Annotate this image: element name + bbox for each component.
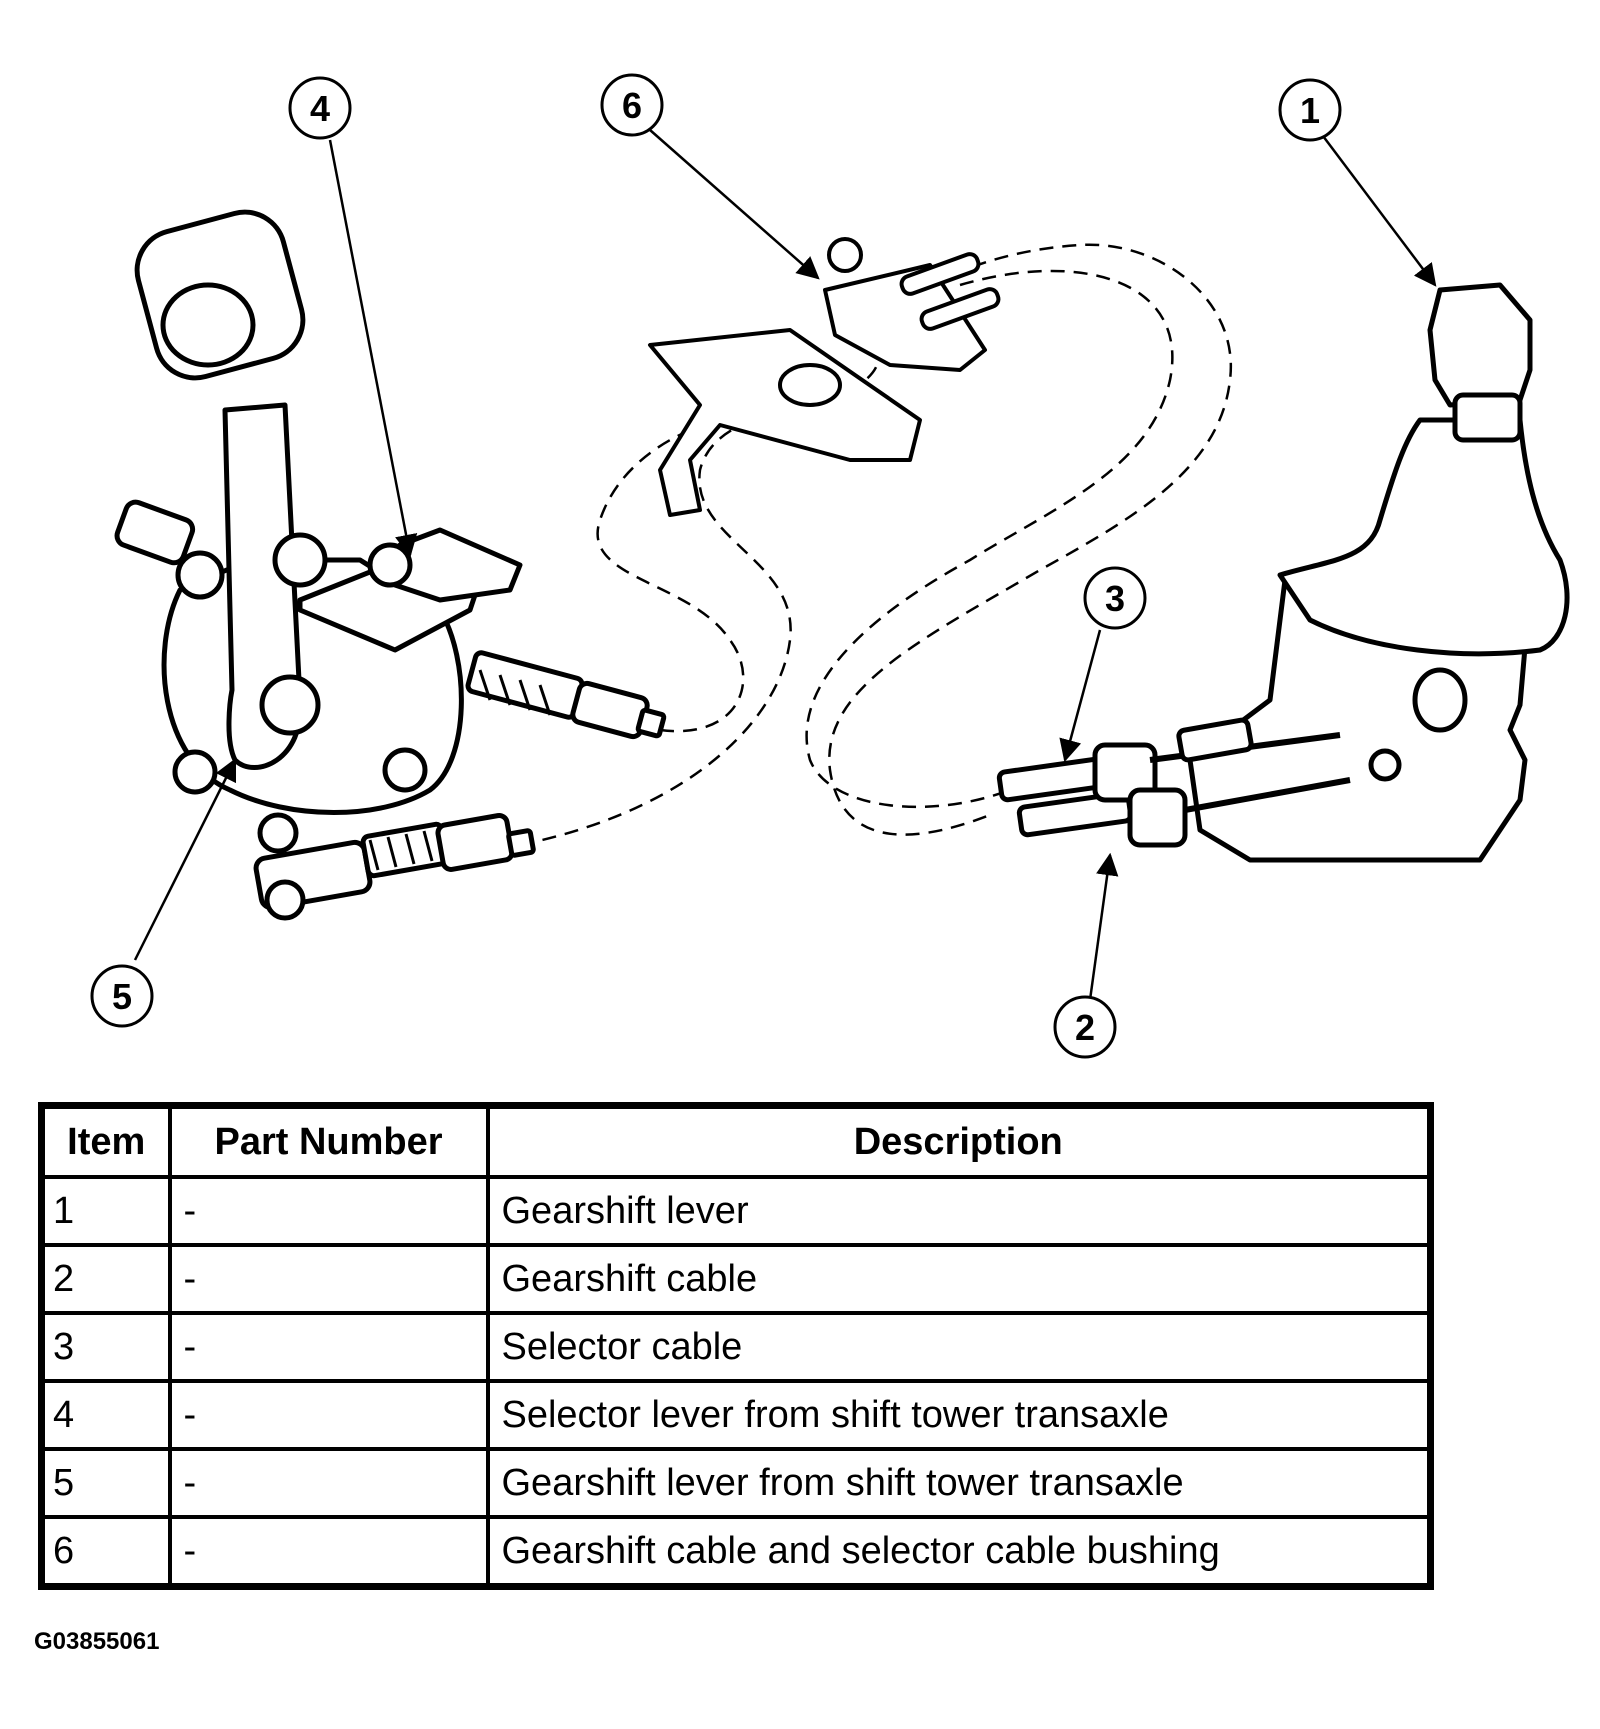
cable-bushing [648,237,1001,517]
cell-part-number: - [167,1311,490,1383]
callout-2: 2 [1053,995,1117,1059]
cell-item: 6 [39,1515,172,1589]
callout-label: 2 [1075,1007,1095,1048]
cell-item: 5 [39,1447,172,1519]
cell-part-number: - [167,1515,490,1589]
cell-description: Gearshift lever [485,1175,1433,1247]
cell-item: 2 [39,1243,172,1315]
route-gearshift-cable [519,243,1233,847]
cell-item: 3 [39,1311,172,1383]
leader-4 [328,139,418,558]
header-part-number: Part Number [167,1103,490,1179]
shift-boot [1277,417,1570,657]
callout-1: 1 [1278,78,1342,142]
cell-item: 1 [39,1175,172,1247]
cell-description: Selector lever from shift tower transaxl… [485,1379,1433,1451]
cable-routes [519,243,1233,847]
table-row: 5 - Gearshift lever from shift tower tra… [39,1447,1433,1519]
callout-label: 1 [1300,90,1320,131]
route-selector-cable [596,269,1174,809]
cell-part-number: - [167,1175,490,1247]
callout-label: 4 [310,88,330,129]
callout-label: 3 [1105,578,1125,619]
leader-1 [1319,131,1437,287]
callout-6: 6 [600,73,664,137]
shifter-assembly [996,282,1570,863]
leader-5 [133,757,237,961]
cell-part-number: - [167,1243,490,1315]
leader-2 [1088,852,1119,1001]
cell-description: Gearshift cable [485,1243,1433,1315]
cell-description: Gearshift cable and selector cable bushi… [485,1515,1433,1589]
leader-6 [649,129,820,280]
table-row: 3 - Selector cable [39,1311,1433,1383]
cell-item: 4 [39,1379,172,1451]
leader-3 [1059,629,1102,763]
callout-3: 3 [1083,566,1147,630]
gearshift-lever [1427,282,1533,408]
table-row: 6 - Gearshift cable and selector cable b… [39,1515,1433,1589]
parts-table: Item Part Number Description 1 - Gearshi… [38,1102,1434,1590]
table-header-row: Item Part Number Description [39,1103,1433,1179]
table-row: 1 - Gearshift lever [39,1175,1433,1247]
callout-4: 4 [288,76,352,140]
cell-description: Gearshift lever from shift tower transax… [485,1447,1433,1519]
callouts: 1 2 3 4 5 6 [90,73,1342,1059]
cell-part-number: - [167,1379,490,1451]
callout-label: 5 [112,976,132,1017]
cell-part-number: - [167,1447,490,1519]
callout-5: 5 [90,964,154,1028]
selector-lever-transaxle [392,527,523,603]
table-row: 4 - Selector lever from shift tower tran… [39,1379,1433,1451]
cell-description: Selector cable [485,1311,1433,1383]
header-item: Item [39,1103,172,1179]
leader-lines [133,129,1437,1001]
header-description: Description [485,1103,1433,1179]
exploded-diagram: 1 2 3 4 5 6 [90,73,1570,1059]
callout-label: 6 [622,85,642,126]
table-row: 2 - Gearshift cable [39,1243,1433,1315]
transaxle-shift-tower [114,209,667,921]
figure-id: G03855061 [34,1628,160,1655]
